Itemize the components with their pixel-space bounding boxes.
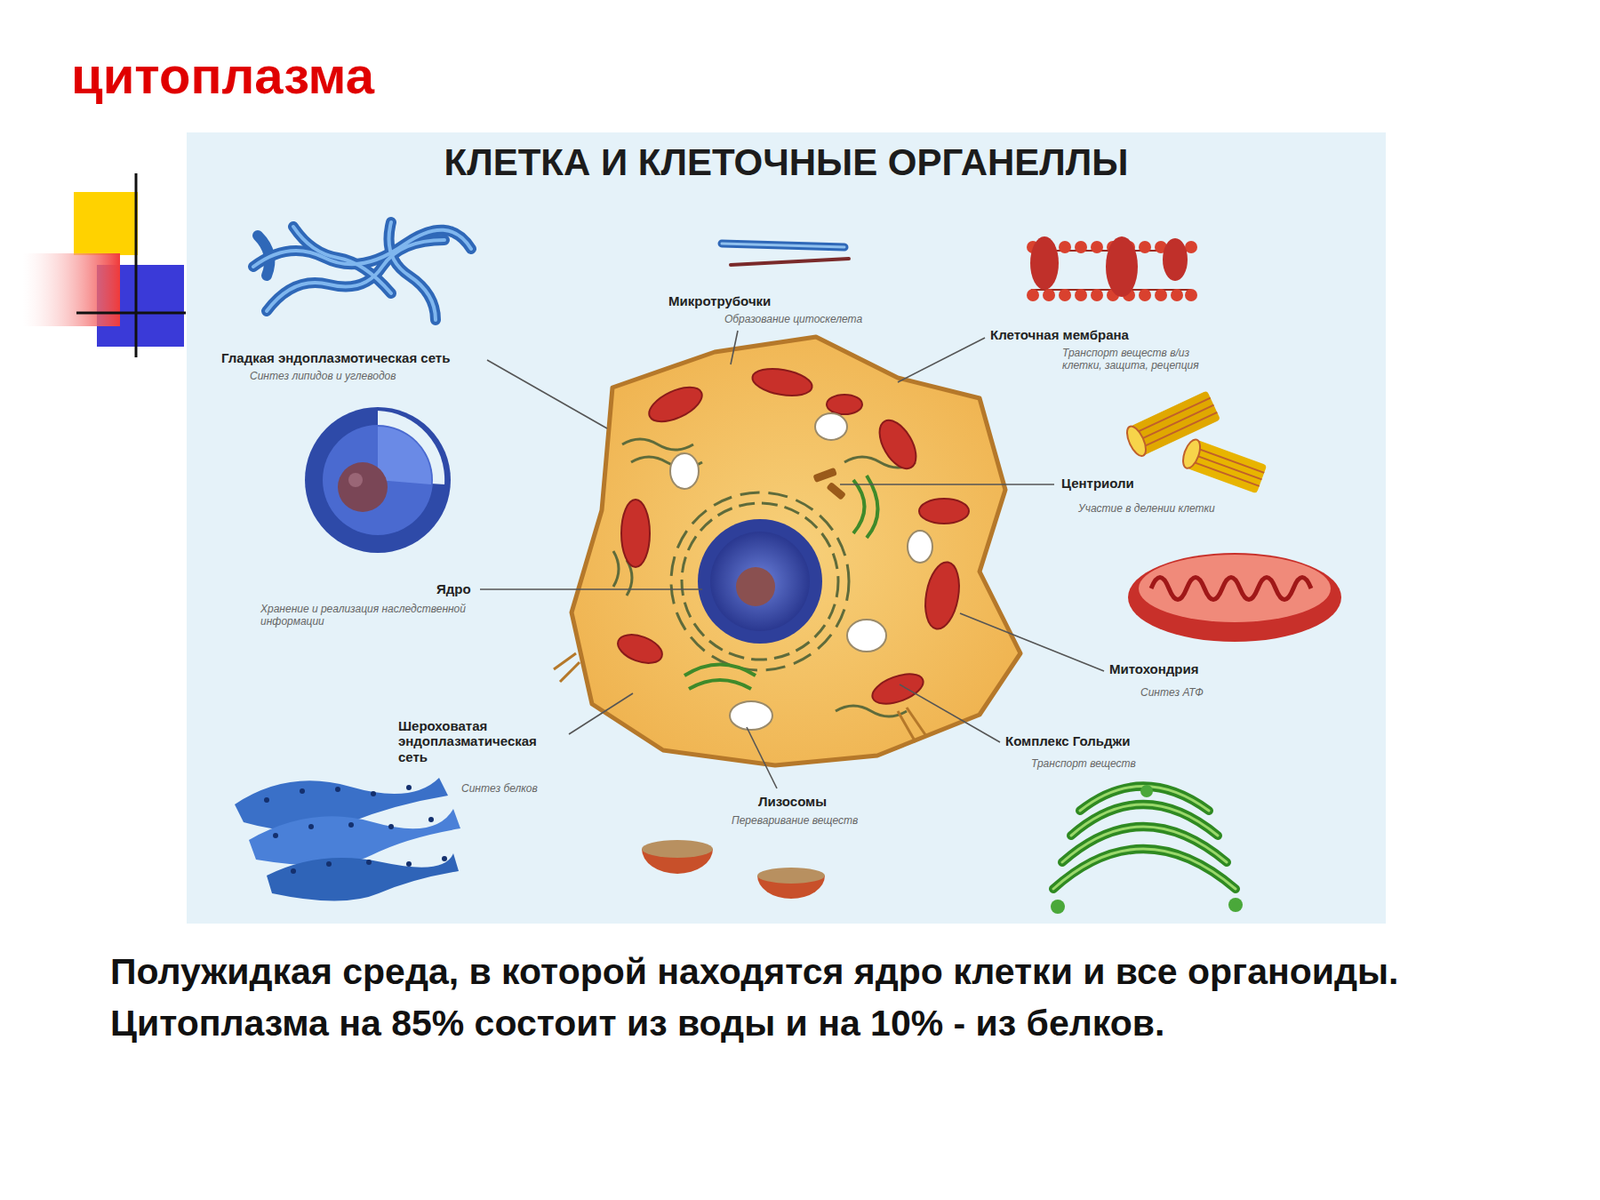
organelle-function: Синтез АТФ: [1140, 686, 1265, 699]
organelle-name: Центриоли: [1061, 475, 1177, 492]
microtubule-picture: [721, 243, 849, 265]
organelle-name: Ядро: [436, 581, 490, 598]
body-text: Цитоплазма на 85% состоит из воды и на 1…: [110, 997, 1533, 1049]
organelle-function: Транспорт веществ: [1031, 757, 1192, 770]
organelle-function: Образование цитоскелета: [724, 312, 894, 326]
smooth-er-picture: [253, 222, 472, 320]
leader-lines: [480, 330, 1104, 789]
organelle-function: Переваривание веществ: [731, 814, 919, 827]
mitochondrion-picture: [1128, 552, 1342, 642]
rough-er-picture: [234, 777, 461, 902]
organelle-name: Шероховатая эндоплазматическая сеть: [398, 718, 568, 765]
animal-cell: [553, 336, 1021, 766]
lysosome-picture: [641, 840, 825, 899]
organelle-function: Синтез белков: [461, 782, 595, 795]
organelle-name: Клеточная мембрана: [990, 327, 1186, 344]
organelle-name: Комплекс Гольджи: [1005, 733, 1201, 750]
membrane-picture: [1026, 236, 1198, 302]
organelle-function: Синтез липидов и углеводов: [249, 369, 464, 383]
centriole-picture: [1123, 390, 1268, 494]
organelle-function: Хранение и реализация наследственной инф…: [260, 602, 474, 629]
organelle-name: Лизосомы: [758, 793, 874, 810]
slide-title: цитоплазма: [71, 46, 605, 106]
organelle-name: Гладкая эндоплазмотическая сеть: [221, 350, 497, 367]
body-text: Полужидкая среда, в которой находятся яд…: [110, 945, 1533, 998]
slide-decoration: [22, 173, 186, 358]
organelle-name: Микротрубочки: [668, 293, 820, 310]
organelle-function: Транспорт веществ в/из клетки, защита, р…: [1062, 346, 1218, 373]
golgi-picture: [1050, 784, 1243, 914]
poster-title: КЛЕТКА И КЛЕТОЧНЫЕ ОРГАНЕЛЛЫ: [186, 140, 1386, 185]
nucleus-picture: [304, 407, 451, 553]
poster-panel: [186, 132, 1386, 924]
organelle-function: Участие в делении клетки: [1078, 502, 1265, 515]
organelle-name: Митохондрия: [1109, 661, 1261, 678]
